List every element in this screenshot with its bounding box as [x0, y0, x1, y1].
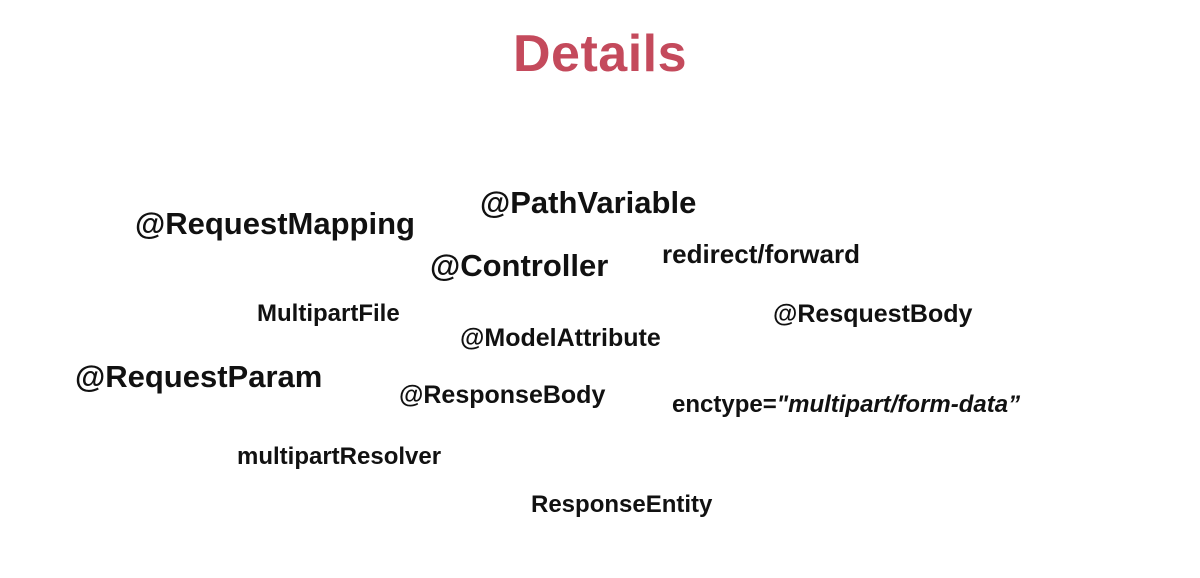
- term-response-entity: ResponseEntity: [531, 491, 713, 518]
- term-model-attribute: @ModelAttribute: [460, 324, 661, 352]
- term-request-param: @RequestParam: [75, 359, 323, 394]
- enctype-prefix: enctype=: [672, 391, 777, 418]
- term-redirect-forward: redirect/forward: [662, 239, 860, 269]
- term-multipart-file: MultipartFile: [257, 300, 400, 327]
- term-request-mapping: @RequestMapping: [135, 206, 415, 241]
- enctype-value: "multipart/form-data”: [776, 391, 1021, 418]
- term-multipart-resolver: multipartResolver: [237, 443, 442, 470]
- term-resquest-body: @ResquestBody: [773, 300, 973, 328]
- term-controller: @Controller: [430, 248, 609, 283]
- slide-title: Details: [512, 25, 688, 83]
- term-path-variable: @PathVariable: [480, 185, 697, 220]
- term-response-body: @ResponseBody: [399, 381, 606, 409]
- term-enctype: enctype="multipart/form-data”: [672, 393, 1020, 417]
